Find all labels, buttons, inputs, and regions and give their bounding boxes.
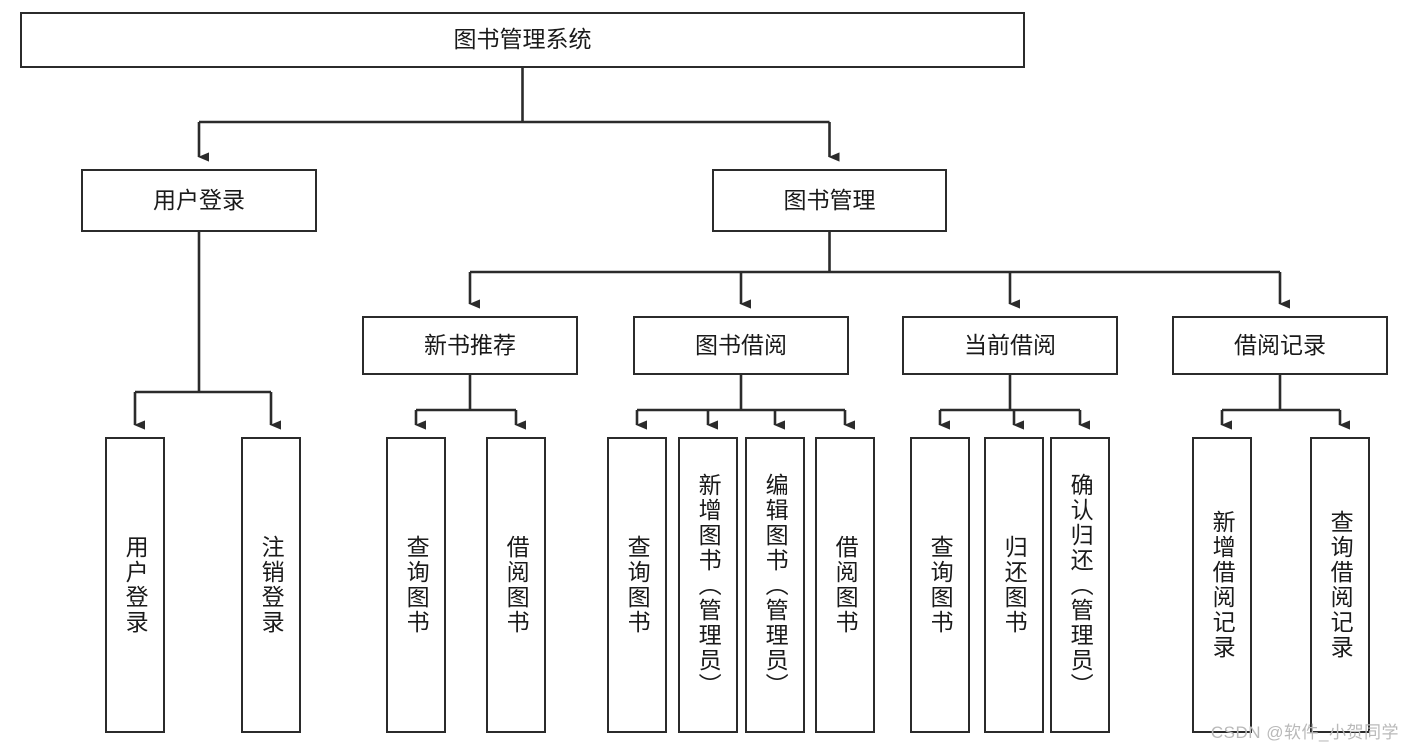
node-leaf-2-label: 注销登录 — [258, 535, 285, 635]
node-leaf-3-label: 查询图书 — [403, 535, 430, 635]
node-level2-4-label: 借阅记录 — [1234, 331, 1326, 358]
node-leaf-12-label: 新增借阅记录 — [1209, 510, 1236, 660]
node-level1-1-label: 用户登录 — [153, 186, 245, 213]
node-leaf-7-label: 编辑图书（管理员） — [762, 472, 789, 698]
node-leaf-1[interactable]: 用户登录 — [105, 437, 165, 733]
node-level2-2[interactable]: 图书借阅 — [633, 316, 849, 375]
node-leaf-13-label: 查询借阅记录 — [1327, 510, 1354, 660]
node-level2-3-label: 当前借阅 — [964, 331, 1056, 358]
node-level2-1-label: 新书推荐 — [424, 331, 516, 358]
node-leaf-6-label: 新增图书（管理员） — [695, 472, 722, 698]
node-leaf-8-label: 借阅图书 — [832, 535, 859, 635]
node-leaf-11[interactable]: 确认归还（管理员） — [1050, 437, 1110, 733]
node-leaf-10[interactable]: 归还图书 — [984, 437, 1044, 733]
node-leaf-4[interactable]: 借阅图书 — [486, 437, 546, 733]
node-root[interactable]: 图书管理系统 — [20, 12, 1025, 68]
node-leaf-4-label: 借阅图书 — [503, 535, 530, 635]
node-leaf-12[interactable]: 新增借阅记录 — [1192, 437, 1252, 733]
node-leaf-5[interactable]: 查询图书 — [607, 437, 667, 733]
node-leaf-3[interactable]: 查询图书 — [386, 437, 446, 733]
node-level2-2-label: 图书借阅 — [695, 331, 787, 358]
node-leaf-9[interactable]: 查询图书 — [910, 437, 970, 733]
node-level2-3[interactable]: 当前借阅 — [902, 316, 1118, 375]
node-level1-2-label: 图书管理 — [783, 186, 876, 213]
node-leaf-7[interactable]: 编辑图书（管理员） — [745, 437, 805, 733]
node-level2-4[interactable]: 借阅记录 — [1172, 316, 1388, 375]
node-leaf-13[interactable]: 查询借阅记录 — [1310, 437, 1370, 733]
node-leaf-8[interactable]: 借阅图书 — [815, 437, 875, 733]
node-leaf-2[interactable]: 注销登录 — [241, 437, 301, 733]
node-level1-2[interactable]: 图书管理 — [712, 169, 947, 232]
node-leaf-9-label: 查询图书 — [927, 535, 954, 635]
watermark-text: CSDN @软件_小贺同学 — [1210, 723, 1399, 742]
node-leaf-6[interactable]: 新增图书（管理员） — [678, 437, 738, 733]
node-leaf-5-label: 查询图书 — [624, 535, 651, 635]
node-leaf-1-label: 用户登录 — [122, 535, 149, 635]
node-leaf-11-label: 确认归还（管理员） — [1067, 472, 1094, 698]
node-leaf-10-label: 归还图书 — [1001, 535, 1028, 635]
node-level1-1[interactable]: 用户登录 — [81, 169, 317, 232]
node-root-label: 图书管理系统 — [453, 26, 592, 53]
node-level2-1[interactable]: 新书推荐 — [362, 316, 578, 375]
